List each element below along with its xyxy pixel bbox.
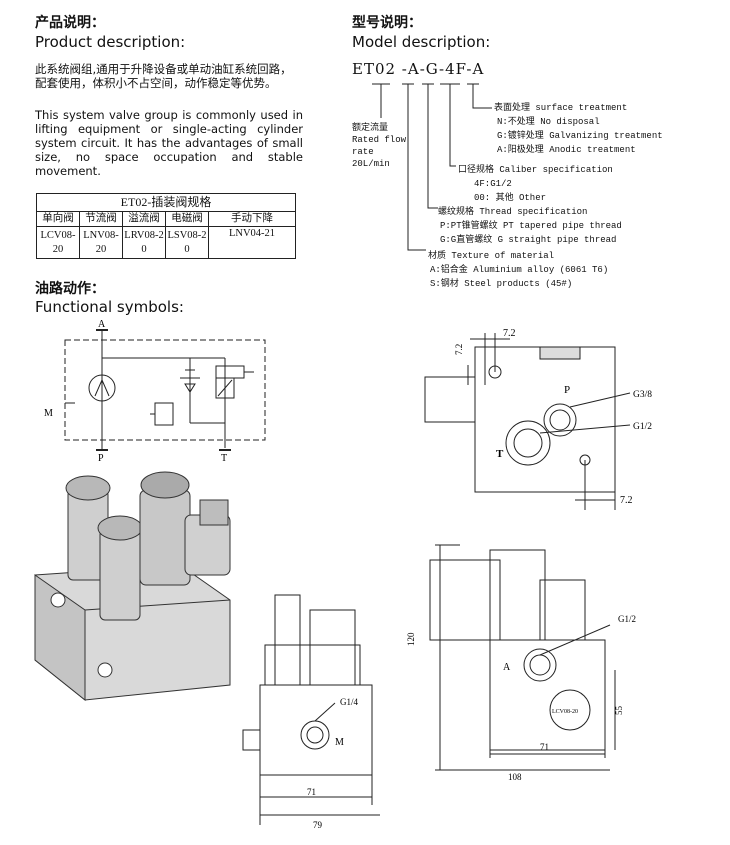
spec-table: ET02-插装阀规格 单向阀 节流阀 溢流阀 电磁阀 手动下降 LCV08-20… bbox=[36, 193, 296, 259]
schematic-port-t: T bbox=[221, 453, 227, 464]
top-dim-a: 7.2 bbox=[503, 328, 516, 339]
top-dim-c: 7.2 bbox=[620, 495, 633, 506]
front-dim-w2: 108 bbox=[508, 772, 522, 782]
model-caliber-item: 00: 其他 Other bbox=[474, 193, 547, 203]
model-thread-item: G:G直管螺纹 G straight pipe thread bbox=[440, 235, 617, 245]
top-port-p: P bbox=[564, 384, 570, 396]
hydraulic-schematic: A P T M bbox=[44, 319, 266, 464]
model-surface-title: 表面处理 surface treatment bbox=[494, 103, 628, 113]
front-port-a: A bbox=[503, 662, 511, 673]
model-heading-cn: 型号说明： bbox=[352, 15, 422, 31]
model-surface-item: A:阳极处理 Anodic treatment bbox=[497, 145, 636, 155]
model-material-item: A:铝合金 Aluminium alloy (6061 T6) bbox=[430, 265, 609, 275]
front-valve-label: LCV08-20 bbox=[552, 709, 578, 715]
product-heading-en: Product description: bbox=[35, 33, 186, 51]
top-dim-b: 7.2 bbox=[454, 344, 464, 355]
model-flow-unit: 20L/min bbox=[352, 159, 390, 169]
spec-value: LNV04-21 bbox=[208, 226, 296, 259]
spec-value: LCV08-20 bbox=[36, 226, 80, 259]
front-dim-w1: 71 bbox=[540, 742, 549, 752]
model-material-item: S:钢材 Steel products (45#) bbox=[430, 279, 573, 289]
spec-header: 单向阀 bbox=[36, 211, 80, 227]
product-heading-cn: 产品说明： bbox=[35, 15, 105, 31]
model-flow-cn: 额定流量 bbox=[352, 123, 389, 133]
schematic-port-p: P bbox=[98, 453, 104, 464]
model-material-title: 材质 Texture of material bbox=[428, 251, 555, 261]
model-caliber-item: 4F:G1/2 bbox=[474, 179, 512, 189]
drawing-side-view: G1/4 M 71 79 bbox=[242, 594, 380, 830]
spec-value: LNV08-20 bbox=[79, 226, 123, 259]
model-surface-item: N:不处理 No disposal bbox=[497, 117, 600, 127]
model-caliber-title: 口径规格 Caliber specification bbox=[458, 165, 613, 175]
model-thread-title: 螺纹规格 Thread specification bbox=[438, 207, 588, 217]
drawing-top-view: 7.2 7.2 7.2 P T G3/8 G1/2 bbox=[424, 328, 652, 510]
spec-value: LRV08-20 bbox=[122, 226, 166, 259]
front-callout: G1/2 bbox=[618, 614, 636, 624]
product-text-en: This system valve group is commonly used… bbox=[35, 108, 303, 178]
model-code: ET02 -A-G-4F-A bbox=[352, 60, 485, 78]
functional-heading-cn: 油路动作： bbox=[35, 281, 105, 297]
schematic-port-m: M bbox=[44, 408, 53, 419]
model-surface-item: G:镀锌处理 Galvanizing treatment bbox=[497, 131, 663, 141]
model-thread-item: P:PT锥管螺纹 PT tapered pipe thread bbox=[440, 221, 622, 231]
model-flow-en2: rate bbox=[352, 147, 374, 157]
spec-header: 节流阀 bbox=[79, 211, 123, 227]
spec-value: LSV08-20 bbox=[165, 226, 209, 259]
top-callout-1: G3/8 bbox=[633, 390, 652, 400]
functional-heading-en: Functional symbols: bbox=[35, 298, 184, 316]
top-port-t: T bbox=[496, 448, 504, 460]
side-callout: G1/4 bbox=[340, 697, 359, 707]
top-callout-2: G1/2 bbox=[633, 422, 652, 432]
side-dim-w1: 71 bbox=[307, 787, 316, 797]
spec-header: 溢流阀 bbox=[122, 211, 166, 227]
drawing-front-view: G1/2 A LCV08-20 120 55 71 108 bbox=[406, 544, 636, 782]
front-dim-h: 120 bbox=[406, 632, 416, 646]
product-3d-illustration bbox=[34, 471, 231, 702]
side-dim-w2: 79 bbox=[313, 820, 323, 830]
spec-header: 电磁阀 bbox=[165, 211, 209, 227]
side-port-m: M bbox=[335, 737, 344, 748]
model-heading-en: Model description: bbox=[352, 33, 491, 51]
front-dim-h2: 55 bbox=[614, 706, 624, 716]
spec-header: 手动下降 bbox=[208, 211, 296, 227]
product-text-cn: 此系统阀组,通用于升降设备或单动油缸系统回路，配套使用，体积小不占空间，动作稳定… bbox=[35, 62, 292, 90]
model-code-leaders bbox=[372, 83, 492, 251]
schematic-port-a: A bbox=[98, 319, 106, 330]
spec-table-title: ET02-插装阀规格 bbox=[36, 193, 296, 212]
model-flow-en1: Rated flow bbox=[352, 135, 407, 145]
